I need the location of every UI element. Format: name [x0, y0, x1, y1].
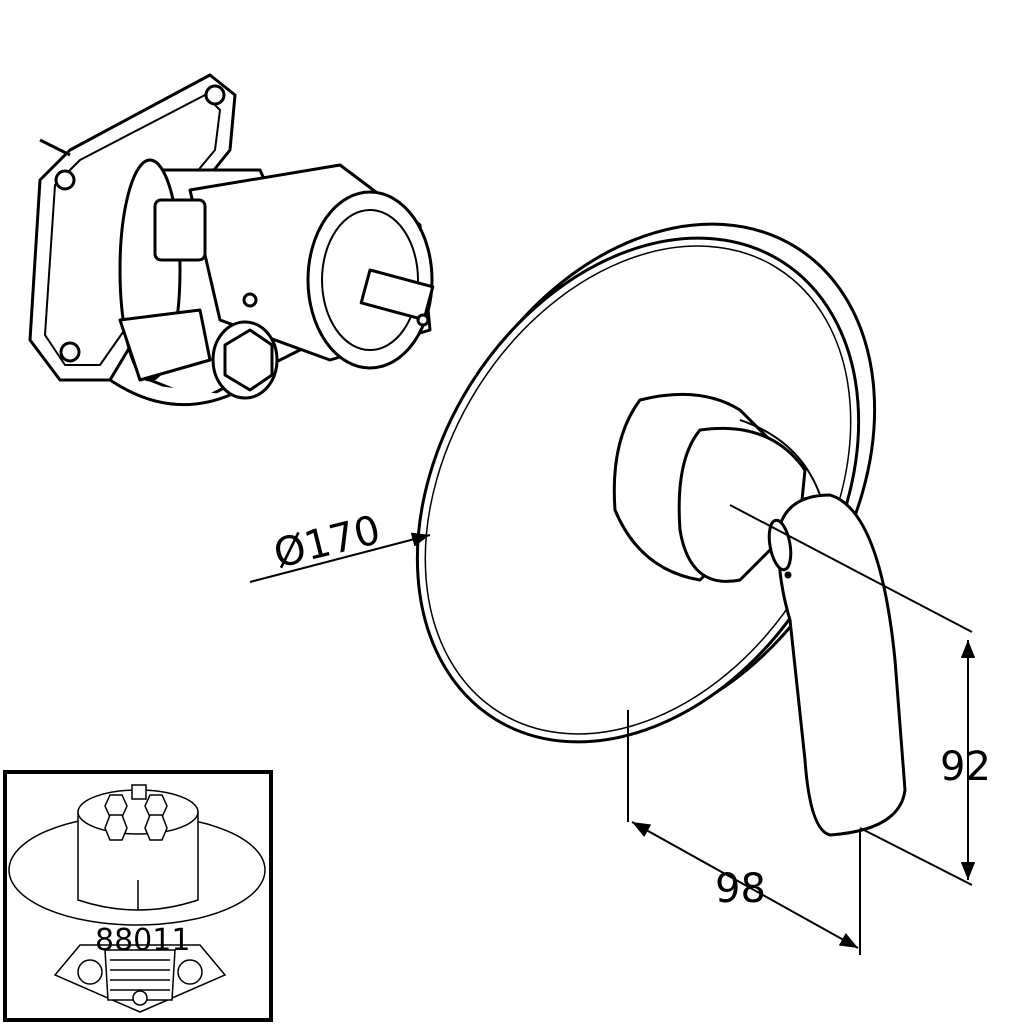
depth-label: 98 [715, 866, 766, 912]
diameter-leader [249, 532, 431, 583]
inset-box: 88011 [3, 770, 273, 1022]
universal-valve-illustration [8, 784, 266, 1013]
diameter-label: Ø170 [269, 507, 385, 578]
extension-line-92-top [729, 504, 973, 633]
mixer-lever-handle [612, 392, 907, 837]
dimension-line-98 [631, 821, 859, 949]
height-label: 92 [940, 744, 991, 790]
inset-part-number: 88011 [95, 923, 190, 958]
valve-body-illustration [28, 73, 435, 407]
dimension-lines [249, 504, 976, 955]
extension-line-92-bottom [859, 827, 973, 886]
